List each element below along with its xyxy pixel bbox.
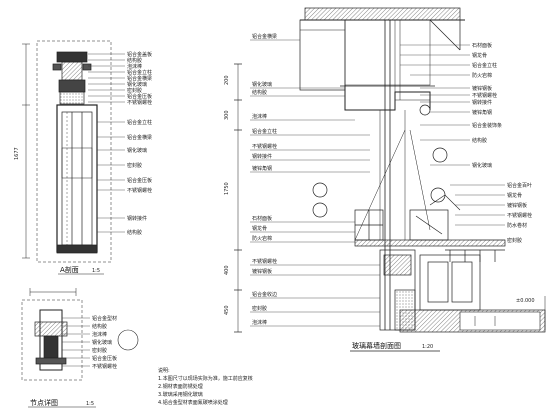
dim-text: 1677 <box>14 147 20 160</box>
svg-text:结构胶: 结构胶 <box>92 323 107 330</box>
svg-text:钢龙骨: 钢龙骨 <box>507 192 522 199</box>
svg-text:密封胶: 密封胶 <box>252 305 267 312</box>
main-bottom-leaders <box>250 221 380 327</box>
detail-b-callouts: 铝合金型材 结构胶 泡沫棒 钢化玻璃 密封胶 铝合金压板 不锈钢螺栓 <box>92 315 117 370</box>
svg-text:3.玻璃采用钢化玻璃: 3.玻璃采用钢化玻璃 <box>158 391 203 398</box>
svg-text:铝合金横梁: 铝合金横梁 <box>252 33 277 40</box>
section-a-callouts: 铝合金盖板 结构胶 泡沫棒 铝合金立柱 铝合金横梁 钢化玻璃 密封胶 铝合金压板… <box>127 51 152 236</box>
detail-b-title: 节点详图 <box>30 398 58 407</box>
svg-text:泡沫棒: 泡沫棒 <box>252 113 267 120</box>
svg-text:结构胶: 结构胶 <box>127 229 142 236</box>
svg-text:铝合金立柱: 铝合金立柱 <box>252 128 277 135</box>
svg-text:钢龙骨: 钢龙骨 <box>252 225 267 232</box>
svg-text:铝合金压板: 铝合金压板 <box>127 177 152 184</box>
svg-text:不锈钢螺栓: 不锈钢螺栓 <box>507 212 532 219</box>
svg-text:结构胶: 结构胶 <box>472 137 487 144</box>
svg-text:1.本图尺寸以现场实际为准，施工前应复核: 1.本图尺寸以现场实际为准，施工前应复核 <box>158 375 253 382</box>
detail-b-leaders <box>62 317 90 367</box>
svg-text:不锈钢螺栓: 不锈钢螺栓 <box>127 187 152 194</box>
svg-text:铝合金立柱: 铝合金立柱 <box>127 69 152 76</box>
svg-text:1750: 1750 <box>224 182 230 195</box>
svg-text:450: 450 <box>224 305 230 315</box>
detail-b-drawing <box>21 288 139 381</box>
svg-text:结构胶: 结构胶 <box>252 89 267 96</box>
main-title: 玻璃幕墙剖面图 <box>352 341 401 350</box>
svg-text:铝合金压板: 铝合金压板 <box>127 93 152 100</box>
svg-text:不锈钢螺栓: 不锈钢螺栓 <box>252 143 277 150</box>
svg-text:铝合金收边: 铝合金收边 <box>252 291 277 298</box>
svg-text:2.钢材表面防锈处理: 2.钢材表面防锈处理 <box>158 383 203 390</box>
svg-text:防火岩棉: 防火岩棉 <box>252 235 272 242</box>
main-left-leaders <box>250 39 370 173</box>
main-bottom-callouts: 石材面板 钢龙骨 防火岩棉 不锈钢螺栓 镀锌钢板 铝合金收边 密封胶 泡沫棒 <box>252 215 277 326</box>
svg-text:泡沫棒: 泡沫棒 <box>252 319 267 326</box>
svg-text:铝合金盖板: 铝合金盖板 <box>127 51 152 58</box>
main-elevation-drawing <box>234 7 546 333</box>
svg-text:镀锌角钢: 镀锌角钢 <box>472 109 492 116</box>
svg-text:密封胶: 密封胶 <box>507 237 522 244</box>
svg-text:4.铝合金型材表面氟碳喷涂处理: 4.铝合金型材表面氟碳喷涂处理 <box>158 399 228 406</box>
svg-text:钢化玻璃: 钢化玻璃 <box>127 147 147 154</box>
svg-text:钢化玻璃: 钢化玻璃 <box>92 339 112 346</box>
svg-text:防火岩棉: 防火岩棉 <box>472 72 492 79</box>
svg-text:钢转接件: 钢转接件 <box>127 215 147 222</box>
section-a-title: A剖面 <box>60 265 79 274</box>
svg-text:钢龙骨: 钢龙骨 <box>472 52 487 59</box>
svg-text:密封胶: 密封胶 <box>127 162 142 169</box>
svg-text:不锈钢螺栓: 不锈钢螺栓 <box>472 92 497 99</box>
svg-text:±0.000: ±0.000 <box>516 298 535 304</box>
svg-text:铝合金装饰条: 铝合金装饰条 <box>472 122 502 129</box>
svg-text:泡沫棒: 泡沫棒 <box>92 331 107 338</box>
svg-text:铝合金型材: 铝合金型材 <box>92 315 117 322</box>
main-top-callouts: 石材面板 钢龙骨 铝合金立柱 防火岩棉 镀锌钢板 不锈钢螺栓 钢转接件 镀锌角钢… <box>472 42 502 169</box>
svg-text:钢化玻璃: 钢化玻璃 <box>127 81 147 88</box>
svg-text:密封胶: 密封胶 <box>127 87 142 94</box>
svg-text:镀锌钢板: 镀锌钢板 <box>252 268 272 275</box>
svg-text:镀锌钢板: 镀锌钢板 <box>507 202 527 209</box>
svg-text:不锈钢螺栓: 不锈钢螺栓 <box>252 258 277 265</box>
svg-text:密封胶: 密封胶 <box>92 347 107 354</box>
svg-text:石材面板: 石材面板 <box>252 215 272 222</box>
svg-text:铝合金百叶: 铝合金百叶 <box>507 182 532 189</box>
section-a-leaders <box>88 53 125 233</box>
svg-text:钢化玻璃: 钢化玻璃 <box>472 162 492 169</box>
section-a-scale: 1:5 <box>92 268 100 274</box>
svg-text:钢化玻璃: 钢化玻璃 <box>252 81 272 88</box>
svg-text:钢转接件: 钢转接件 <box>472 99 492 106</box>
svg-text:200: 200 <box>224 75 230 85</box>
svg-text:镀锌角钢: 镀锌角钢 <box>252 165 272 172</box>
main-left-callouts: 铝合金横梁 钢化玻璃 结构胶 泡沫棒 铝合金立柱 不锈钢螺栓 钢转接件 镀锌角钢 <box>252 33 277 172</box>
svg-text:不锈钢螺栓: 不锈钢螺栓 <box>92 363 117 370</box>
svg-text:300: 300 <box>224 110 230 120</box>
svg-text:钢转接件: 钢转接件 <box>252 153 272 160</box>
svg-text:不锈钢螺栓: 不锈钢螺栓 <box>127 99 152 106</box>
svg-text:铝合金横梁: 铝合金横梁 <box>127 134 152 141</box>
main-top-leaders <box>400 44 470 166</box>
notes-block: 说明: 1.本图尺寸以现场实际为准，施工前应复核 2.钢材表面防锈处理 3.玻璃… <box>158 367 253 406</box>
svg-text:石材面板: 石材面板 <box>472 42 492 49</box>
svg-text:防水卷材: 防水卷材 <box>507 222 527 229</box>
svg-text:铝合金立柱: 铝合金立柱 <box>472 62 497 69</box>
svg-text:铝合金立柱: 铝合金立柱 <box>127 119 152 126</box>
svg-text:400: 400 <box>224 265 230 275</box>
detail-b-scale: 1:5 <box>86 401 94 407</box>
main-scale: 1:20 <box>422 344 433 350</box>
section-a-drawing <box>22 40 112 263</box>
svg-text:泡沫棒: 泡沫棒 <box>127 63 142 70</box>
svg-text:铝合金横梁: 铝合金横梁 <box>127 75 152 82</box>
right-lower-leaders <box>450 184 505 241</box>
svg-text:结构胶: 结构胶 <box>127 57 142 64</box>
svg-text:铝合金压板: 铝合金压板 <box>92 355 117 362</box>
svg-text:说明:: 说明: <box>158 367 170 374</box>
svg-text:镀锌钢板: 镀锌钢板 <box>472 85 492 92</box>
main-dims: 200 300 1750 400 450 ±0.000 <box>224 75 535 315</box>
right-lower-callouts: 铝合金百叶 钢龙骨 镀锌钢板 不锈钢螺栓 防水卷材 密封胶 <box>507 182 532 244</box>
